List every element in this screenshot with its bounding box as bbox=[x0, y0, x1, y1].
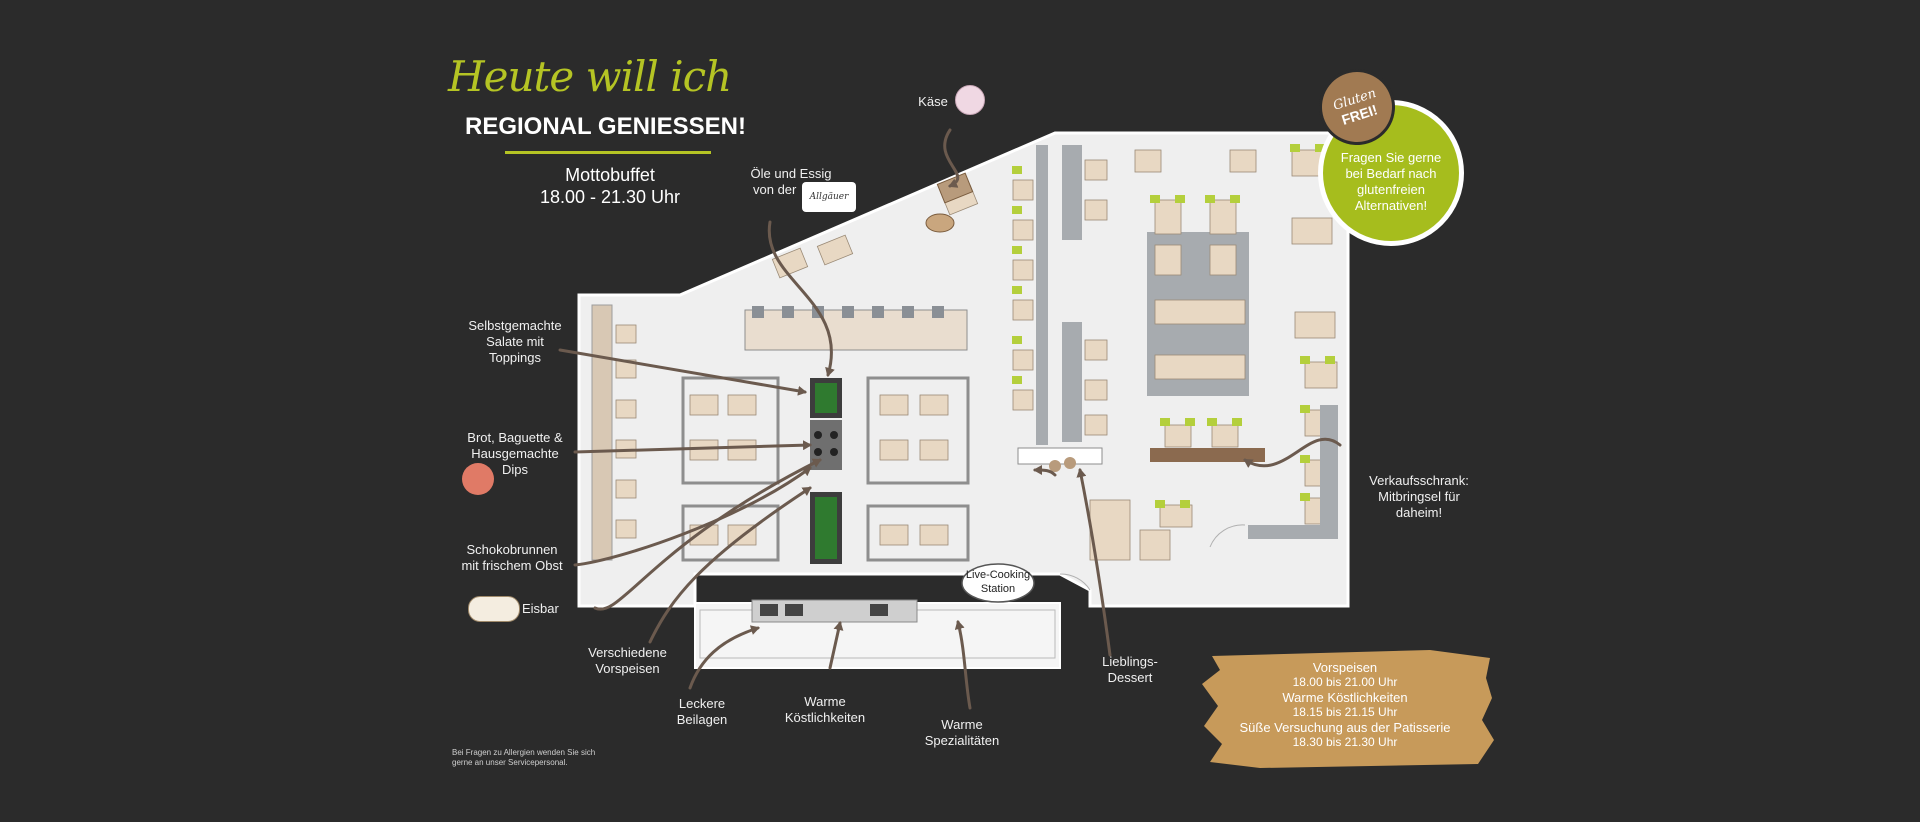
arrow-spezial bbox=[954, 620, 972, 710]
oele-label: Öle und Essig von der bbox=[750, 166, 832, 197]
schedule-brush bbox=[1202, 650, 1494, 768]
schedule-panel: Vorspeisen 18.00 bis 21.00 Uhr Warme Kös… bbox=[1200, 660, 1490, 750]
verkaufsschrank-label: Verkaufsschrank: Mitbringsel für daheim! bbox=[1369, 473, 1469, 520]
live-cooking-marker bbox=[961, 563, 1035, 603]
arrow-schoko bbox=[573, 466, 812, 567]
dips-logo-icon bbox=[462, 463, 494, 495]
arrow-verkauf bbox=[1243, 437, 1342, 468]
dessert-label: Lieblings- Dessert bbox=[1102, 654, 1158, 685]
arrow-vorspeisen bbox=[648, 486, 812, 644]
center-column-left bbox=[1036, 145, 1048, 445]
verkaufsschrank bbox=[1150, 448, 1265, 462]
right-wall-bench bbox=[1320, 405, 1338, 537]
kaese-label: Käse bbox=[918, 94, 948, 109]
arrow-oele bbox=[767, 220, 835, 377]
title-underline bbox=[505, 151, 711, 154]
beilagen-label: Leckere Beilagen bbox=[676, 696, 728, 727]
script-title: Heute will ich bbox=[448, 52, 732, 101]
dessert-counter bbox=[1017, 447, 1103, 465]
arrow-salate bbox=[558, 348, 807, 396]
motto-block: Mottobuffet 18.00 - 21.30 Uhr bbox=[500, 164, 720, 208]
schoko-label: Schokobrunnen mit frischem Obst bbox=[461, 542, 563, 573]
arrow-brot bbox=[573, 440, 812, 454]
arrow-eisbar bbox=[593, 458, 822, 611]
schedule-item: Süße Versuchung aus der Patisserie 18.30… bbox=[1239, 720, 1451, 749]
motto-title: Mottobuffet bbox=[565, 165, 655, 185]
allgaeuer-logo: Allgäuer bbox=[802, 182, 856, 212]
salate-label: Selbstgemachte Salate mit Toppings bbox=[468, 318, 562, 365]
eisbar-logo-icon bbox=[468, 596, 520, 622]
brot-label: Brot, Baguette & Hausgemachte Dips bbox=[467, 430, 563, 477]
arrow-beilagen bbox=[688, 625, 760, 690]
arrow-dessert bbox=[1076, 468, 1112, 657]
motto-time: 18.00 - 21.30 Uhr bbox=[539, 187, 681, 207]
arrow-koestlich bbox=[828, 621, 844, 670]
arrow-kaese bbox=[943, 128, 960, 188]
allergy-footnote: Bei Fragen zu Allergien wenden Sie sich … bbox=[452, 748, 596, 767]
schedule-item: Vorspeisen 18.00 bis 21.00 Uhr bbox=[1292, 660, 1398, 689]
schedule-item: Warme Köstlichkeiten 18.15 bis 21.15 Uhr bbox=[1282, 690, 1408, 719]
seating-block-mid-lower bbox=[866, 504, 970, 562]
page-subtitle: REGIONAL GENIESSEN! bbox=[465, 113, 746, 140]
center-column-right bbox=[1062, 145, 1082, 240]
live-cooking-label: Live-Cooking Station bbox=[965, 569, 1031, 595]
arrow-dessert-2 bbox=[1033, 465, 1057, 477]
koestlichkeiten-label: Warme Köstlichkeiten bbox=[784, 694, 866, 725]
vorspeisen-label: Verschiedene Vorspeisen bbox=[588, 645, 667, 676]
left-bench bbox=[591, 304, 613, 561]
cheese-board bbox=[925, 213, 955, 233]
spezialitaeten-label: Warme Spezialitäten bbox=[924, 717, 1000, 748]
seating-block-mid-upper bbox=[866, 376, 970, 485]
eisbar-label: Eisbar bbox=[522, 601, 559, 616]
cheese-logo-icon bbox=[955, 85, 985, 115]
